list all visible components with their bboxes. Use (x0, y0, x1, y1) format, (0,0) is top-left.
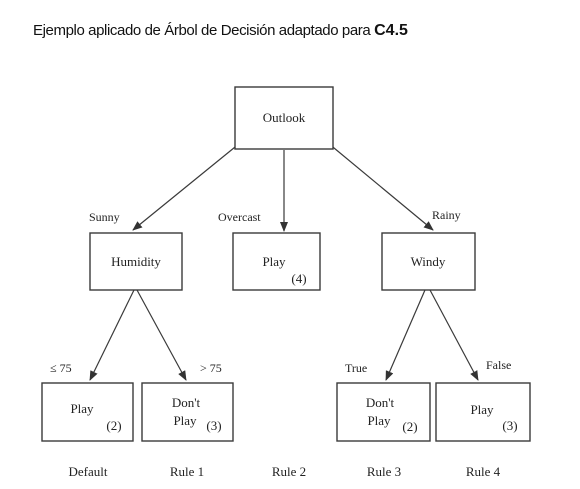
leaf-rule3-label1: Don't (366, 395, 395, 410)
edge-label-overcast: Overcast (218, 210, 261, 224)
title-text: Ejemplo aplicado de Árbol de Decisión ad… (33, 22, 375, 39)
node-humidity-label: Humidity (111, 254, 161, 269)
leaf-rule4-play: Play (3) (435, 382, 531, 442)
leaf-rule3-dont-play: Don't Play (2) (336, 382, 431, 442)
rule-label-2: Rule 2 (272, 464, 306, 479)
edge-sunny (132, 142, 241, 231)
edge-label-gt75: > 75 (200, 361, 222, 375)
leaf-rule1-label2: Play (173, 413, 197, 428)
diagram-title: Ejemplo aplicado de Árbol de Decisión ad… (33, 22, 408, 40)
edge-gt75 (136, 289, 187, 381)
leaf-rule3-count: (2) (402, 419, 417, 434)
edge-label-false: False (486, 358, 511, 372)
node-overcast-play: Play (4) (232, 232, 321, 291)
edge-label-true: True (345, 361, 367, 375)
edge-rainy (327, 142, 434, 231)
node-windy: Windy (381, 232, 476, 291)
edge-true (385, 289, 426, 381)
node-overcast-play-count: (4) (291, 271, 306, 286)
leaf-rule1-count: (3) (206, 418, 221, 433)
node-overcast-play-label: Play (262, 254, 286, 269)
leaf-rule4-count: (3) (502, 418, 517, 433)
leaf-rule3-label2: Play (367, 413, 391, 428)
leaf-default-count: (2) (106, 418, 121, 433)
edge-label-le75: ≤ 75 (50, 361, 72, 375)
edge-le75 (89, 289, 135, 381)
node-outlook: Outlook (234, 86, 334, 150)
node-windy-label: Windy (411, 254, 446, 269)
node-humidity: Humidity (89, 232, 183, 291)
leaf-rule1-dont-play: Don't Play (3) (141, 382, 234, 442)
rule-label-4: Rule 4 (466, 464, 501, 479)
title-bold: C4.5 (374, 22, 408, 39)
leaf-default-play: Play (2) (41, 382, 134, 442)
leaf-default-label: Play (70, 401, 94, 416)
edge-label-rainy: Rainy (432, 208, 461, 222)
rule-label-3: Rule 3 (367, 464, 401, 479)
edge-label-sunny: Sunny (89, 210, 120, 224)
leaf-rule1-label1: Don't (172, 395, 201, 410)
rule-label-1: Rule 1 (170, 464, 204, 479)
edge-false (429, 289, 479, 381)
rule-label-default: Default (69, 464, 108, 479)
node-outlook-label: Outlook (263, 110, 306, 125)
leaf-rule4-label: Play (470, 402, 494, 417)
